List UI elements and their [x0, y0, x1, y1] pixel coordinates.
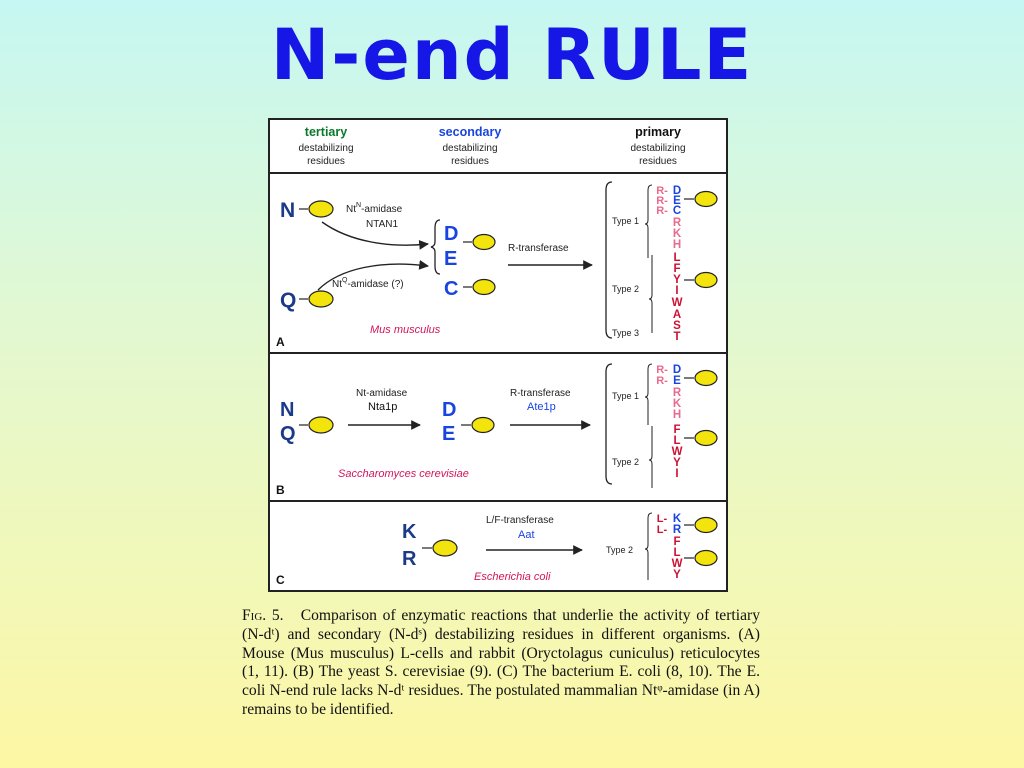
svg-text:W: W [672, 558, 683, 570]
arrow-q-to-e [317, 260, 429, 291]
header-tertiary: tertiary [305, 125, 347, 139]
header-primary-residues: residues [639, 156, 677, 167]
n-end-rule-diagram: tertiary destabilizing residues secondar… [270, 125, 726, 587]
svg-text:L: L [673, 252, 680, 264]
caption-line-6: postulated mammalian Ntᵠ-amidase (in A) … [242, 682, 761, 718]
svg-text:R-: R- [656, 185, 668, 197]
svg-text:Y: Y [673, 569, 681, 581]
panel-label-b: B [276, 483, 285, 497]
residue-q-a: Q [280, 289, 296, 312]
svg-text:D: D [673, 185, 681, 197]
secondary-d-b: D [442, 399, 456, 421]
slide-title: N-end RULE [270, 14, 754, 96]
r-transferase-b: R-transferase [510, 388, 571, 399]
caption-line-4: cuniculus) reticulocytes (1, 11). (B) Th… [242, 644, 760, 681]
header-secondary: secondary [439, 125, 502, 139]
figure-caption: Fig. 5. Comparison of enzymatic reaction… [242, 607, 760, 720]
svg-text:Y: Y [673, 457, 681, 469]
header-band: tertiary destabilizing residues secondar… [298, 125, 685, 167]
svg-text:D: D [673, 364, 681, 376]
svg-text:R-: R- [656, 375, 668, 387]
nta1p-b: Nta1p [368, 401, 397, 413]
svg-text:F: F [673, 424, 680, 436]
svg-text:K: K [673, 513, 682, 525]
svg-text:R: R [673, 387, 682, 399]
organism-a: Mus musculus [370, 324, 441, 336]
svg-text:T: T [673, 331, 680, 343]
secondary-e-a: E [444, 248, 457, 270]
brace-secondary-a [430, 219, 441, 275]
svg-text:E: E [673, 375, 681, 387]
svg-text:F: F [673, 263, 680, 275]
svg-text:H: H [673, 409, 681, 421]
svg-text:R-: R- [656, 205, 668, 217]
caption-line-3: organisms. (A) Mouse (Mus musculus) L-ce… [242, 625, 760, 662]
header-primary-destab: destabilizing [630, 143, 685, 154]
amidase-n-gene: NTAN1 [366, 219, 398, 230]
svg-text:W: W [672, 446, 683, 458]
secondary-c-a: C [444, 278, 458, 300]
svg-text:Y: Y [673, 274, 681, 286]
caption-line-1: Comparison of enzymatic reactions that u… [300, 607, 691, 624]
residue-n-b: N [280, 399, 294, 421]
svg-text:L: L [673, 435, 680, 447]
type2-a: Type 2 [612, 284, 639, 294]
svg-text:I: I [675, 285, 678, 297]
type2-c: Type 2 [606, 545, 633, 555]
type1-a: Type 1 [612, 216, 639, 226]
type2-b: Type 2 [612, 457, 639, 467]
svg-text:K: K [673, 398, 682, 410]
amidase-n-label: NtN-amidase [346, 202, 403, 215]
panel-b: N Q Nt-amidase Nta1p D E R-transferase A… [276, 363, 718, 497]
header-primary: primary [635, 125, 681, 139]
aat-c: Aat [518, 529, 535, 541]
svg-text:R: R [673, 217, 682, 229]
header-tertiary-residues: residues [307, 156, 345, 167]
type1-b: Type 1 [612, 391, 639, 401]
svg-text:H: H [673, 239, 681, 251]
svg-text:K: K [673, 228, 682, 240]
type3-a: Type 3 [612, 328, 639, 338]
caption-line-2: of tertiary (N-dᵗ) and secondary (N-dˢ) … [242, 607, 760, 643]
organism-b: Saccharomyces cerevisiae [338, 468, 469, 480]
lf-transferase-c: L/F-transferase [486, 515, 554, 526]
panel-a: N Q NtN-amidase NTAN1 NtQ-amidase (?) D … [276, 181, 718, 349]
svg-text:I: I [675, 468, 678, 480]
amidase-q-label: NtQ-amidase (?) [332, 277, 404, 290]
svg-text:S: S [673, 320, 681, 332]
r-transferase-a: R-transferase [508, 243, 569, 254]
svg-text:R-: R- [656, 364, 668, 376]
nt-amidase-b: Nt-amidase [356, 388, 408, 399]
residue-k-c: K [402, 521, 417, 543]
residue-n-a: N [280, 199, 295, 222]
svg-text:L: L [673, 547, 680, 559]
caption-fig-label: Fig. 5. [242, 607, 284, 624]
figure-diagram: tertiary destabilizing residues secondar… [268, 118, 728, 592]
svg-text:A: A [673, 309, 681, 321]
header-secondary-residues: residues [451, 156, 489, 167]
svg-text:L-: L- [657, 524, 668, 536]
header-tertiary-destab: destabilizing [298, 143, 353, 154]
ate1p-b: Ate1p [527, 401, 556, 413]
secondary-d-a: D [444, 223, 458, 245]
svg-text:E: E [673, 195, 681, 207]
svg-text:W: W [672, 297, 683, 309]
panel-label-c: C [276, 573, 285, 587]
svg-text:C: C [673, 205, 681, 217]
header-secondary-destab: destabilizing [442, 143, 497, 154]
panel-label-a: A [276, 335, 285, 349]
residue-q-b: Q [280, 423, 296, 445]
arrow-n-to-d [321, 221, 429, 250]
svg-text:R: R [673, 524, 682, 536]
oval-q-a [308, 290, 334, 308]
panel-c: K R L/F-transferase Aat Type 2 L- L- K R… [276, 512, 718, 587]
secondary-e-b: E [442, 423, 455, 445]
svg-text:L-: L- [657, 513, 668, 525]
svg-text:F: F [673, 536, 680, 548]
oval-n-a [308, 200, 334, 218]
organism-c: Escherichia coli [474, 571, 551, 583]
svg-text:R-: R- [656, 195, 668, 207]
caption-line-5: bacterium E. coli (8, 10). The E. coli N… [242, 663, 760, 700]
residue-r-c: R [402, 548, 417, 570]
